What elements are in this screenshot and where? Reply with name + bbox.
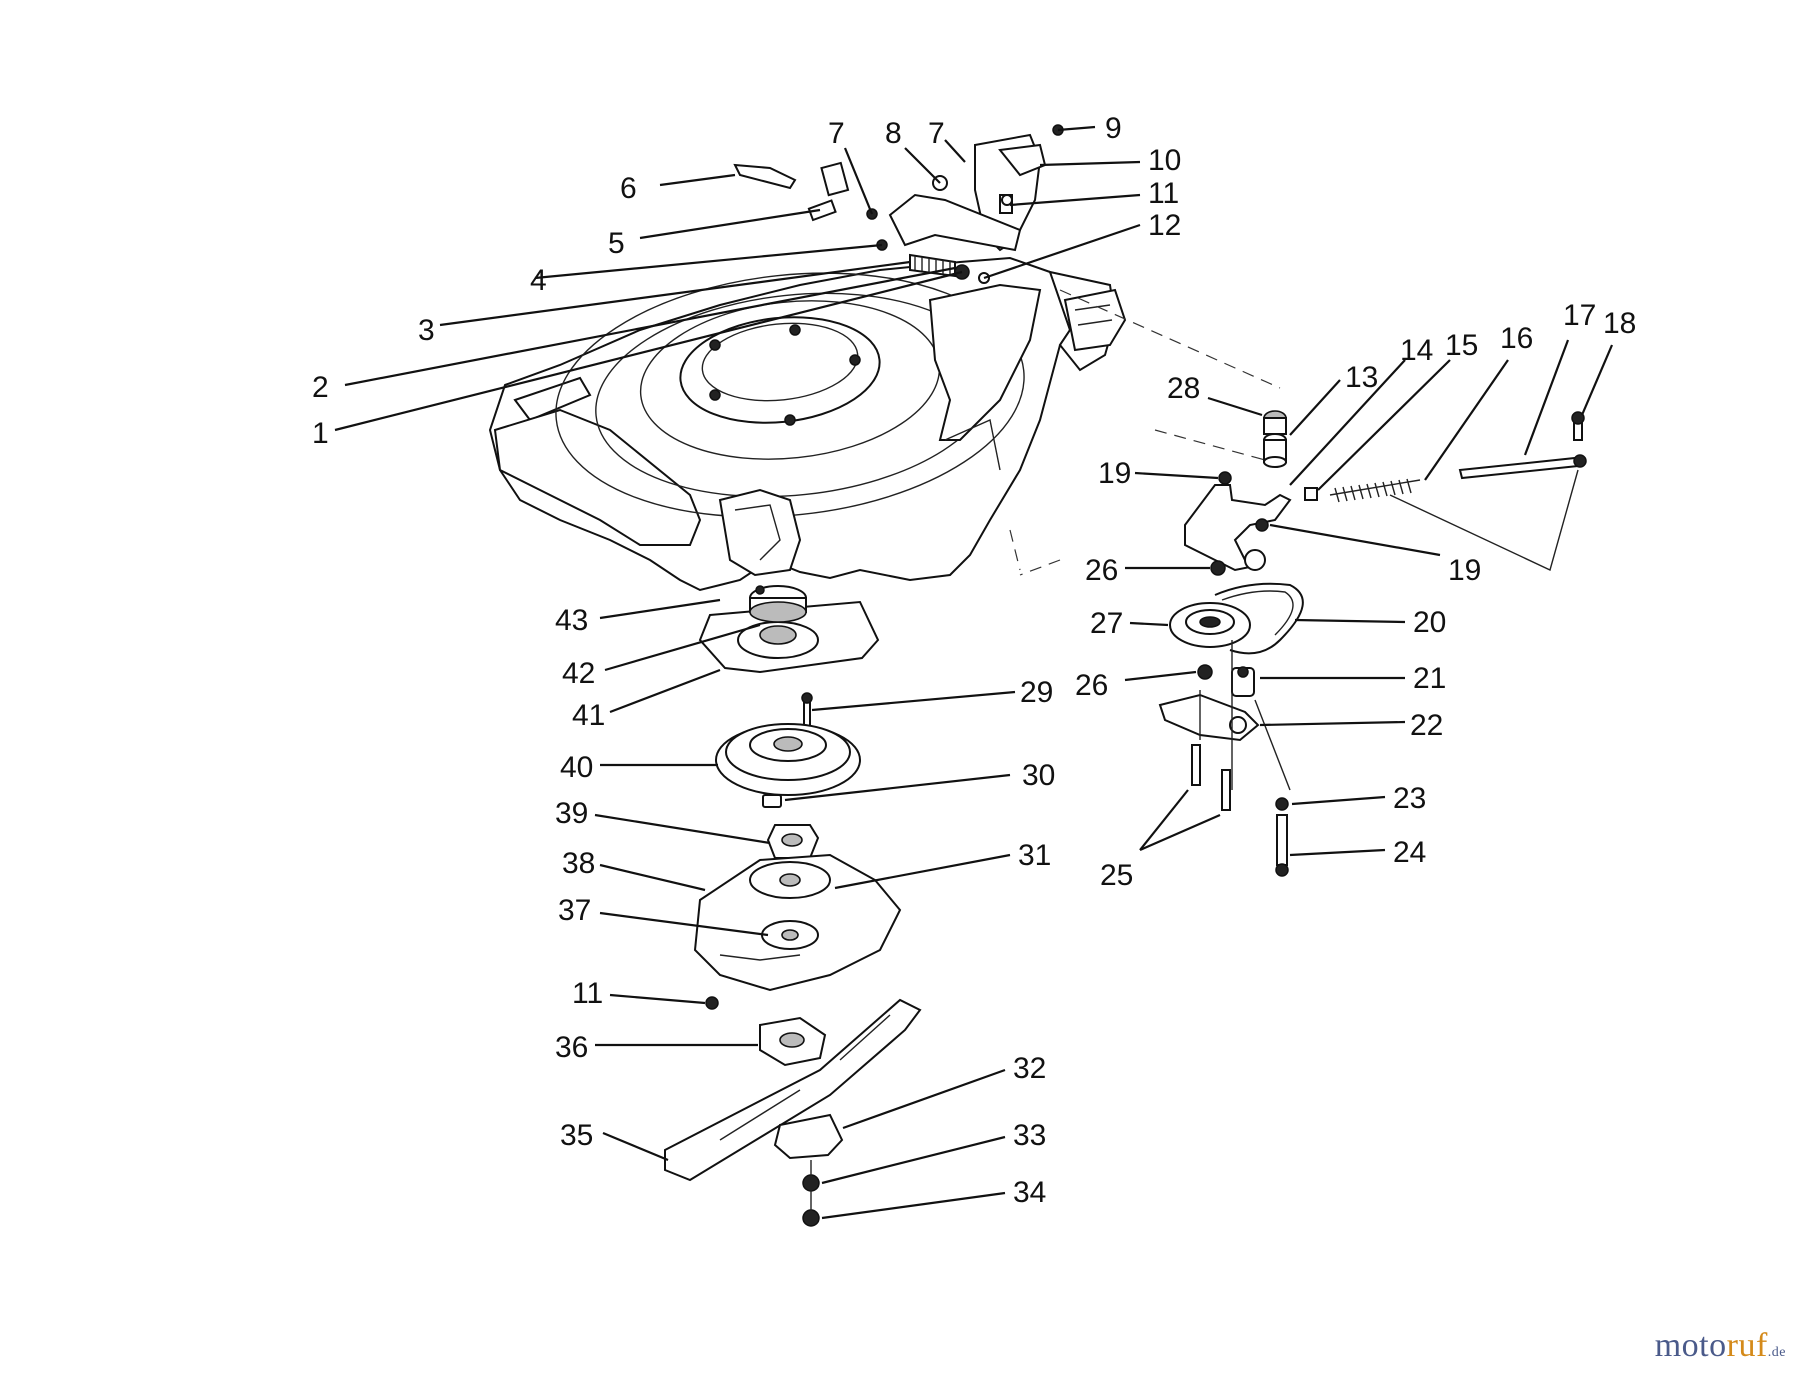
- callout-42: 42: [562, 657, 595, 690]
- height-adjuster-assembly: [733, 124, 1064, 284]
- callout-30: 30: [1022, 759, 1055, 792]
- rear-adjuster-assembly: [1158, 410, 1587, 877]
- callout-38: 38: [562, 847, 595, 880]
- callout-43: 43: [555, 604, 588, 637]
- callout-34: 34: [1013, 1176, 1046, 1209]
- callout-9: 9: [1105, 112, 1122, 145]
- callout-31: 31: [1018, 839, 1051, 872]
- callout-21: 21: [1413, 662, 1446, 695]
- callout-13: 13: [1345, 361, 1378, 394]
- callout-28: 28: [1167, 372, 1200, 405]
- watermark-part-1: moto: [1654, 1327, 1727, 1364]
- callout-7a: 7: [828, 117, 845, 150]
- callout-2: 2: [312, 371, 329, 404]
- callout-26b: 26: [1075, 669, 1108, 702]
- callout-40: 40: [560, 751, 593, 784]
- callout-3: 3: [418, 314, 435, 347]
- callout-14: 14: [1400, 334, 1433, 367]
- callout-37: 37: [558, 894, 591, 927]
- callout-33: 33: [1013, 1119, 1046, 1152]
- watermark-part-2: ruf: [1726, 1327, 1768, 1364]
- callout-20: 20: [1413, 606, 1446, 639]
- callout-6: 6: [620, 172, 637, 205]
- callout-16: 16: [1500, 322, 1533, 355]
- callout-19b: 19: [1448, 554, 1481, 587]
- callout-5: 5: [608, 227, 625, 260]
- callout-24: 24: [1393, 836, 1426, 869]
- mower-deck-housing: [488, 256, 1281, 592]
- callout-39: 39: [555, 797, 588, 830]
- callout-26a: 26: [1085, 554, 1118, 587]
- callout-17: 17: [1563, 299, 1596, 332]
- callout-19a: 19: [1098, 457, 1131, 490]
- callout-8: 8: [885, 117, 902, 150]
- callout-23: 23: [1393, 782, 1426, 815]
- callout-12: 12: [1148, 209, 1181, 242]
- callout-41: 41: [572, 699, 605, 732]
- callout-22: 22: [1410, 709, 1443, 742]
- callout-11a: 11: [1148, 177, 1179, 210]
- callout-4: 4: [530, 264, 547, 297]
- callout-27: 27: [1090, 607, 1123, 640]
- callout-15: 15: [1445, 329, 1478, 362]
- callout-29: 29: [1020, 676, 1053, 709]
- site-watermark: motoruf.de: [1655, 1327, 1786, 1365]
- callout-18: 18: [1603, 307, 1636, 340]
- callout-10: 10: [1148, 144, 1181, 177]
- callout-32: 32: [1013, 1052, 1046, 1085]
- callout-35: 35: [560, 1119, 593, 1152]
- callout-25: 25: [1100, 859, 1133, 892]
- callout-1: 1: [312, 417, 329, 450]
- watermark-part-3: .de: [1767, 1345, 1786, 1360]
- callout-7b: 7: [928, 117, 945, 150]
- leader-lines: [334, 125, 1614, 1220]
- blade-drive-stack: [664, 585, 922, 1227]
- callout-36: 36: [555, 1031, 588, 1064]
- callout-labels: 1 2 3 4 5 6 7 7 8 9 10 11 11 12 13 14 15…: [312, 112, 1636, 1209]
- callout-11b: 11: [572, 977, 603, 1010]
